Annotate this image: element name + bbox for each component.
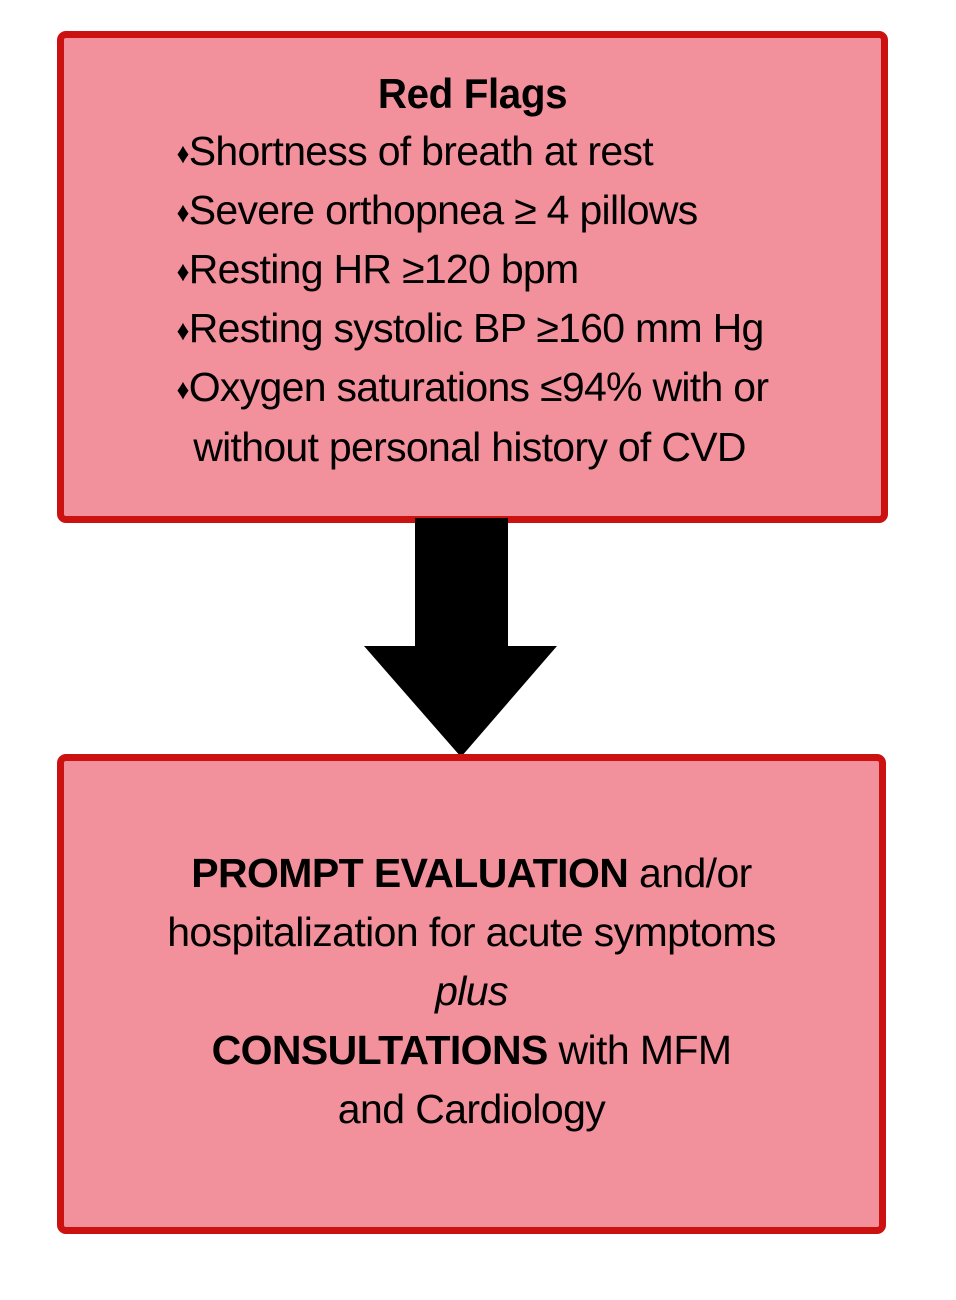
list-item-label-continued: without personal history of CVD (193, 423, 746, 470)
prompt-evaluation-emphasis: PROMPT EVALUATION (191, 850, 629, 896)
list-item: ♦Severe orthopnea ≥ 4 pillows (177, 181, 769, 240)
diamond-bullet-icon: ♦ (176, 197, 190, 230)
list-item: ♦Resting systolic BP ≥160 mm Hg (177, 299, 769, 358)
red-flags-content: Red Flags ♦Shortness of breath at rest ♦… (64, 71, 881, 477)
diamond-bullet-icon: ♦ (176, 256, 190, 289)
diamond-bullet-icon: ♦ (176, 315, 190, 348)
prompt-evaluation-line-5: and Cardiology (337, 1086, 606, 1133)
list-item: ♦Oxygen saturations ≤94% with or without… (177, 358, 769, 476)
prompt-evaluation-line-2: hospitalization for acute symptoms (167, 909, 776, 956)
red-flags-box: Red Flags ♦Shortness of breath at rest ♦… (57, 31, 888, 523)
list-item-label: Severe orthopnea ≥ 4 pillows (188, 187, 699, 234)
diamond-bullet-icon: ♦ (176, 138, 190, 171)
list-item-label: Resting systolic BP ≥160 mm Hg (188, 305, 765, 352)
red-flags-title: Red Flags (377, 70, 568, 117)
list-item: ♦Resting HR ≥120 bpm (177, 240, 769, 299)
prompt-evaluation-line-4-rest: with MFM (547, 1027, 732, 1074)
prompt-evaluation-content: PROMPT EVALUATION and/or hospitalization… (64, 844, 879, 1139)
list-item-label: Resting HR ≥120 bpm (188, 246, 579, 293)
list-item-label: Oxygen saturations ≤94% with or (188, 364, 769, 411)
list-item: ♦Shortness of breath at rest (177, 122, 769, 181)
prompt-evaluation-line-1: PROMPT EVALUATION and/or (64, 844, 879, 903)
red-flags-list: ♦Shortness of breath at rest ♦Severe ort… (177, 122, 769, 476)
down-arrow-icon (364, 518, 557, 757)
diamond-bullet-icon: ♦ (176, 374, 190, 407)
list-item-label: Shortness of breath at rest (188, 128, 654, 175)
prompt-evaluation-line-4: CONSULTATIONS with MFM (64, 1021, 879, 1080)
plus-connector-label: plus (435, 968, 508, 1015)
prompt-evaluation-line-3: plus (64, 962, 879, 1021)
prompt-evaluation-line-1-rest: and/or (628, 850, 752, 896)
consultations-emphasis: CONSULTATIONS (211, 1027, 549, 1074)
prompt-evaluation-box: PROMPT EVALUATION and/or hospitalization… (57, 754, 886, 1234)
